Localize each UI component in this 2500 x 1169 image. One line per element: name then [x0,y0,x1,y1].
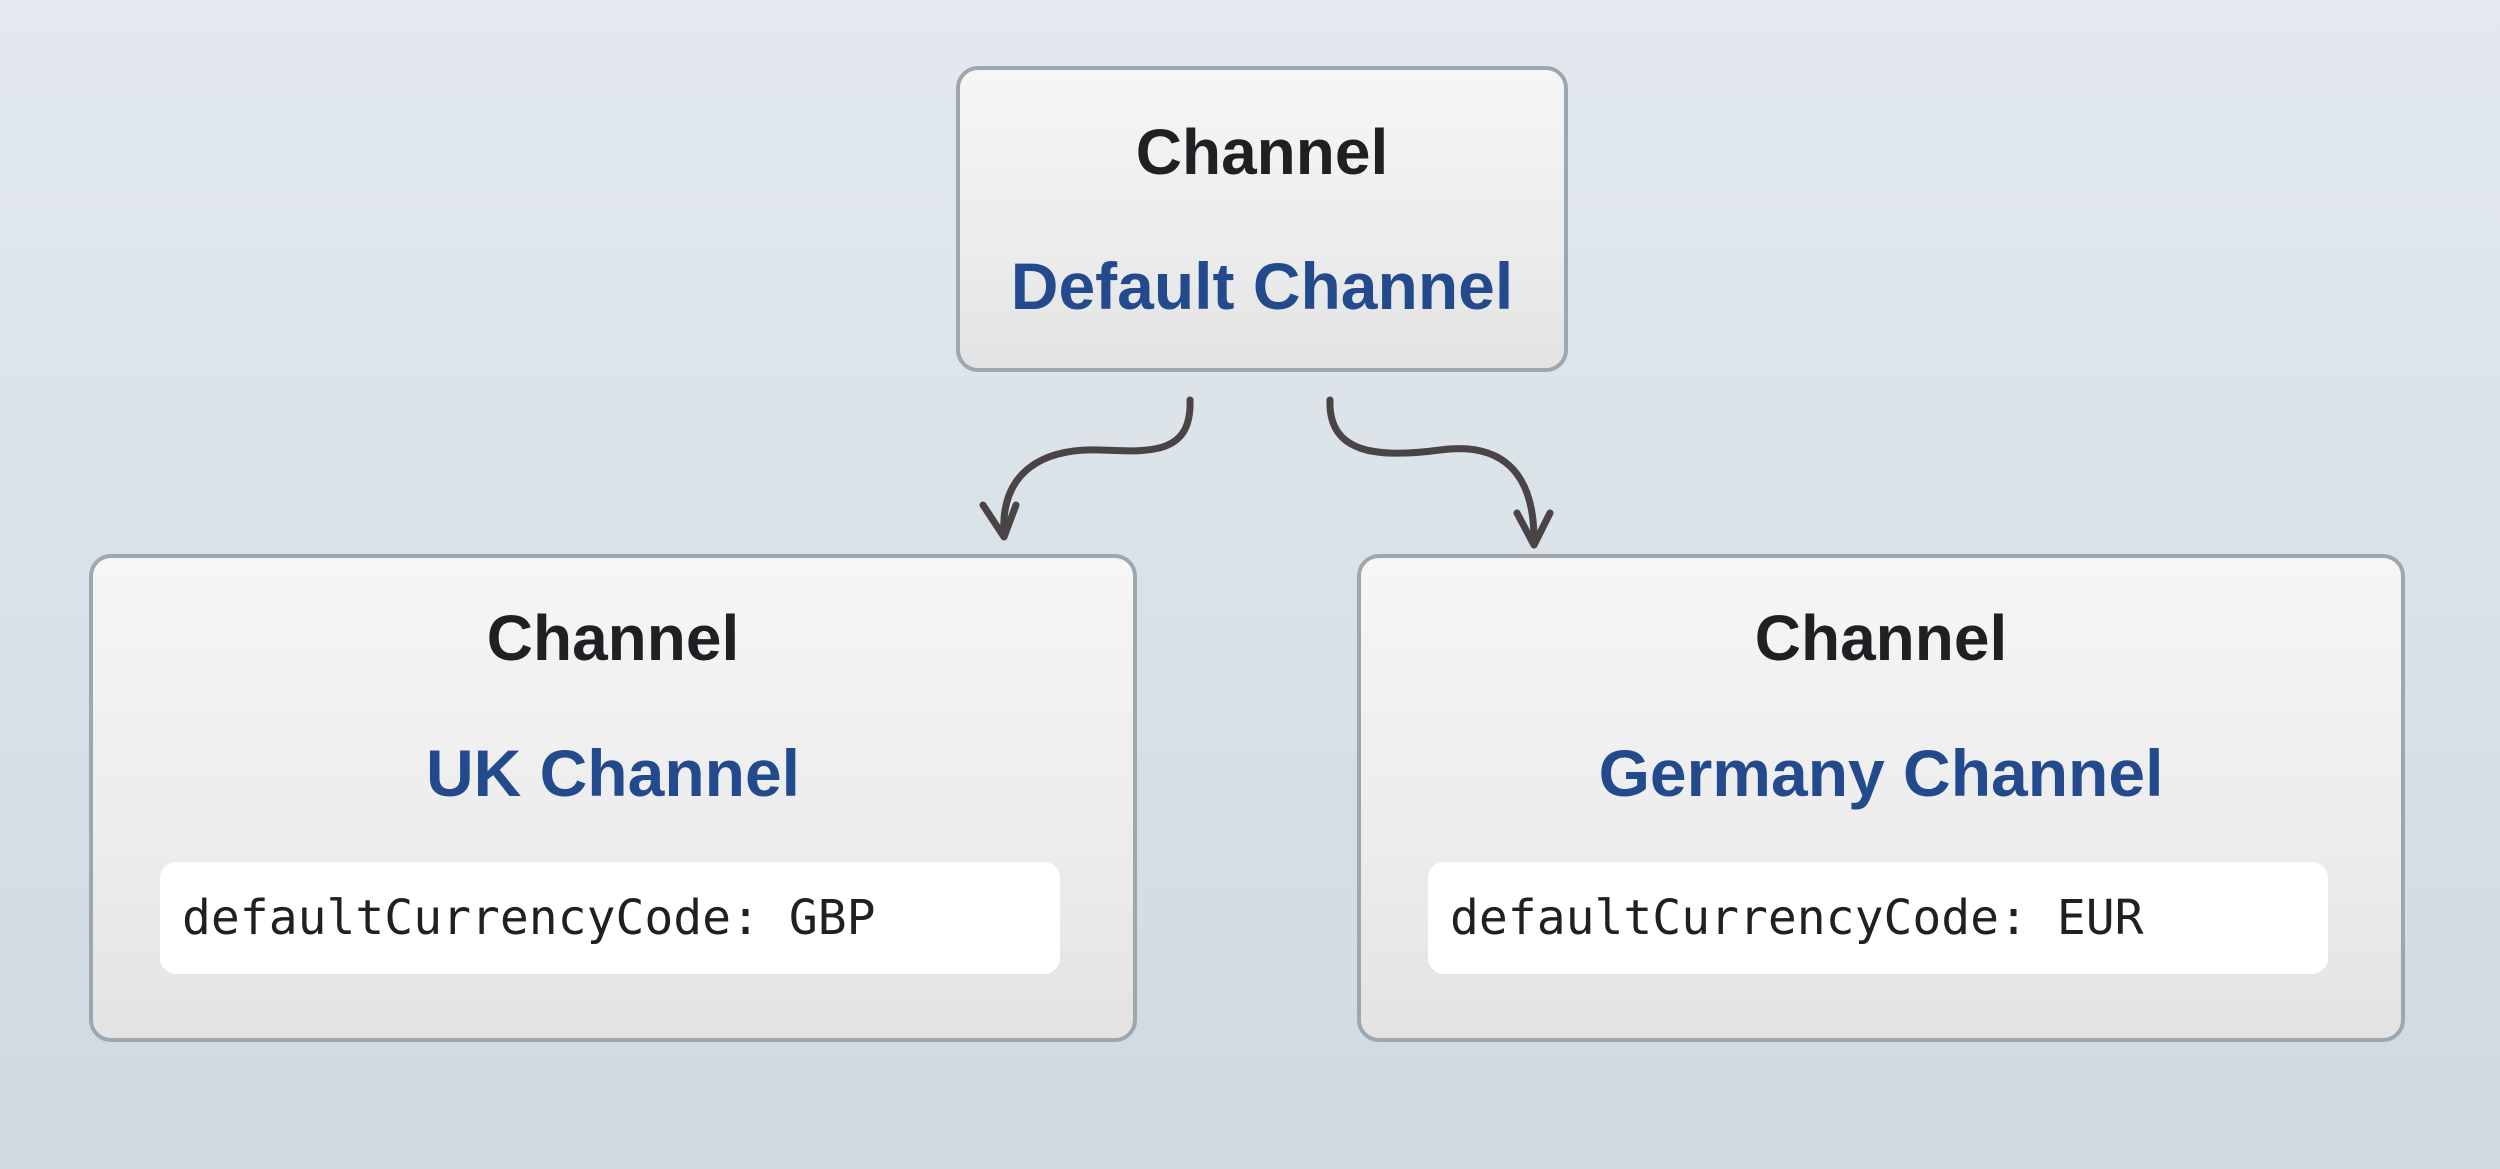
arrow-to-germany-channel [1326,396,1538,547]
arrow-to-uk-channel [1000,396,1194,539]
uk-channel-node: Channel UK Channel defaultCurrencyCode: … [89,554,1137,1042]
default-channel-node: Channel Default Channel [956,66,1568,372]
default-currency-code-property: defaultCurrencyCode: GBP [182,890,876,946]
arrowhead-uk-channel [979,501,1020,541]
default-currency-code-property: defaultCurrencyCode: EUR [1450,890,2144,946]
node-type-label: Channel [486,602,740,674]
property-box: defaultCurrencyCode: GBP [160,862,1060,974]
arrowhead-germany-channel [1513,509,1554,549]
node-channel-name: Default Channel [1010,249,1514,323]
node-type-label: Channel [1754,602,2008,674]
node-type-label: Channel [1135,116,1389,188]
germany-channel-node: Channel Germany Channel defaultCurrencyC… [1357,554,2405,1042]
node-channel-name: UK Channel [425,736,801,810]
property-box: defaultCurrencyCode: EUR [1428,862,2328,974]
node-channel-name: Germany Channel [1598,736,2164,810]
